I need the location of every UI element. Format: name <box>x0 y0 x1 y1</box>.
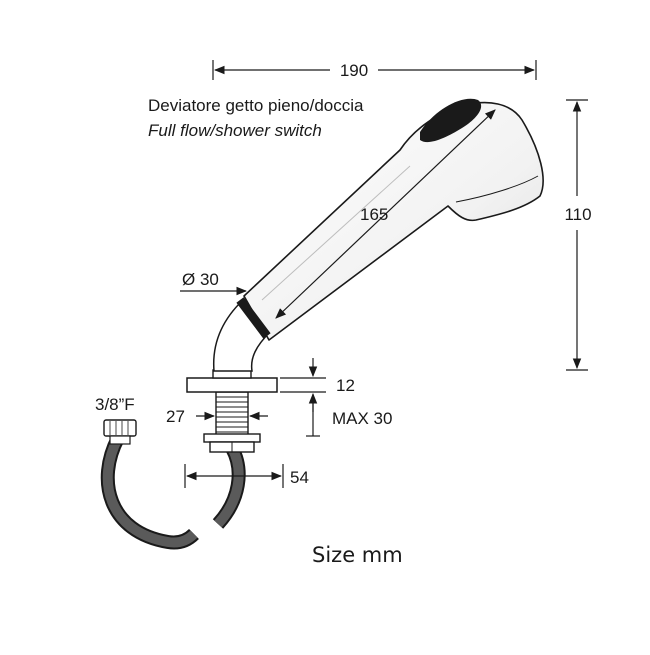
length-dimension: 165 <box>275 109 496 319</box>
size-unit-label: Size mm <box>312 543 403 567</box>
caption-italian: Deviatore getto pieno/doccia <box>148 96 364 115</box>
height-label: 110 <box>564 205 591 224</box>
diameter-dimension: Ø 30 <box>180 270 248 296</box>
thread-diameter-dimension: 27 <box>166 407 268 426</box>
height-dimension: 110 <box>564 99 592 371</box>
width-dimension: 190 <box>212 60 537 80</box>
max-thickness-label: MAX 30 <box>332 409 392 428</box>
thread-diameter-label: 27 <box>166 407 185 426</box>
hose-thread-label: 3/8”F <box>95 395 135 414</box>
length-label: 165 <box>360 205 388 224</box>
flange-thickness-label: 12 <box>336 376 355 395</box>
collar-ring <box>236 297 271 339</box>
flange-thickness-dimension: 12 MAX 30 <box>280 358 392 437</box>
base-width-dimension: 54 <box>184 464 309 488</box>
base-flange <box>186 369 278 393</box>
caption-english: Full flow/shower switch <box>148 121 322 140</box>
diameter-label: Ø 30 <box>182 270 219 289</box>
threaded-shank <box>203 391 261 453</box>
hose-nut <box>103 419 137 445</box>
width-label: 190 <box>340 61 368 80</box>
hose <box>100 434 246 550</box>
base-width-label: 54 <box>290 468 309 487</box>
